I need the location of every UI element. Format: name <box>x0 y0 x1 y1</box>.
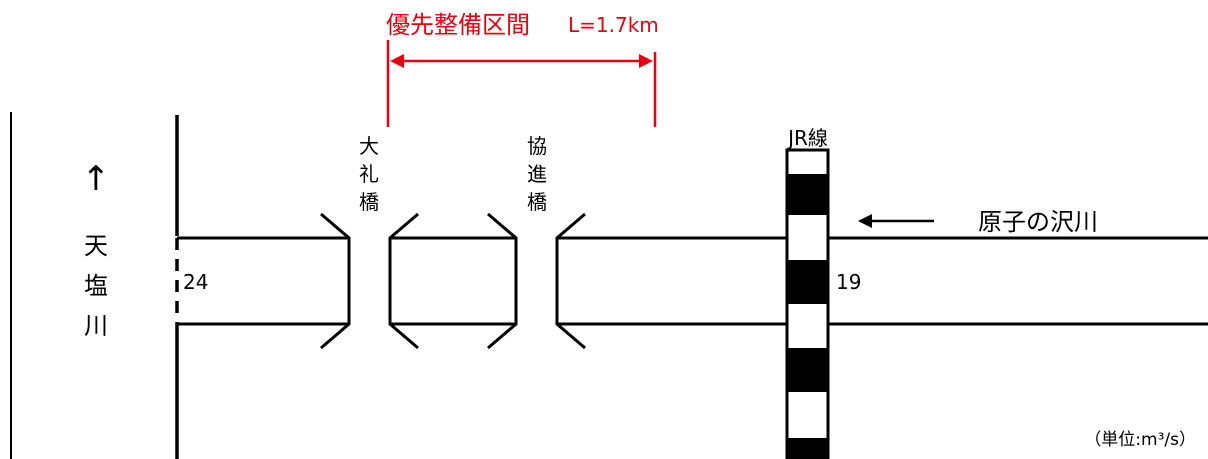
railway-label: JR線 <box>786 126 828 150</box>
bridge-wing <box>388 212 419 350</box>
main-river-char: 天 <box>84 232 108 260</box>
bridge-label-char: 礼 <box>359 162 379 186</box>
priority-arrowhead-right <box>639 54 653 68</box>
railway-segment <box>787 260 828 304</box>
bridge-wing <box>555 212 586 350</box>
railway-segment <box>787 174 828 215</box>
tributary-name: 原子の沢川 <box>978 208 1098 236</box>
priority-section-length: L=1.7km <box>568 13 659 37</box>
tributary-direction-arrow-icon <box>858 214 934 228</box>
priority-arrowhead-left <box>390 54 404 68</box>
main-river-char: 川 <box>84 312 108 340</box>
flow-value-downstream: 24 <box>183 270 208 294</box>
priority-section <box>386 40 657 127</box>
bridge-label-char: 進 <box>527 162 547 186</box>
priority-section-label: 優先整備区間 <box>386 11 530 39</box>
railway: JR線 <box>785 126 830 459</box>
tributary-channel <box>177 236 1208 326</box>
main-river: ↑ 天 塩 川 <box>82 115 180 459</box>
bridge-oorei <box>320 212 419 350</box>
flow-value-upstream: 19 <box>836 270 861 294</box>
bridge-label-char: 橋 <box>527 190 547 214</box>
bridge-label-char: 協 <box>527 134 547 158</box>
bridge-wing <box>320 212 351 350</box>
bridge-kyoushin <box>487 212 586 350</box>
bridge-wing <box>487 212 518 350</box>
unit-label: （単位:m³/s） <box>1084 430 1196 450</box>
main-river-char: 塩 <box>84 272 108 300</box>
flow-direction-arrow-icon: ↑ <box>82 159 111 199</box>
railway-segment <box>787 348 828 392</box>
railway-segment <box>787 438 828 459</box>
bridge-label-char: 橋 <box>359 190 379 214</box>
bridge-label-char: 大 <box>359 134 379 158</box>
